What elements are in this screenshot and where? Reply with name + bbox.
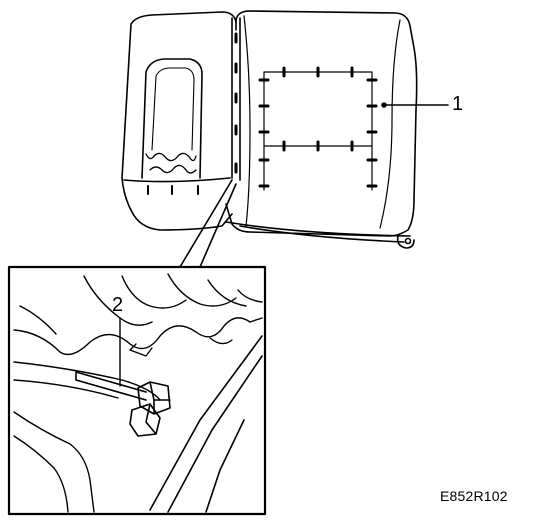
backrest-center-seam <box>231 17 241 181</box>
backrest-bottom-edge <box>225 221 411 243</box>
backrest-left-fold <box>123 177 231 183</box>
hog-ring-pliers-tip <box>129 403 161 437</box>
hog-ring-pliers <box>75 371 147 401</box>
magnification-pointer <box>179 179 237 268</box>
callout-2-label: 2 <box>112 294 124 316</box>
right-column-hog-rings <box>366 78 378 188</box>
middle-row-hog-rings <box>282 140 354 152</box>
inset-fold-details <box>129 337 233 357</box>
backrest-left-section <box>121 11 237 231</box>
detail-inset <box>7 265 267 516</box>
backrest-bottom-clip <box>396 235 415 249</box>
backrest-bolster-seam-left <box>243 15 251 227</box>
top-row-hog-rings <box>282 66 354 78</box>
backrest-clip-hole <box>404 237 412 245</box>
seat-backrest <box>121 10 418 249</box>
callout-1-label: 1 <box>452 93 464 115</box>
figure-id: E852R102 <box>440 488 508 504</box>
backrest-wire-clip <box>145 152 197 174</box>
detail-inset-frame <box>7 265 267 516</box>
backrest-main-section <box>225 10 418 237</box>
left-column-hog-rings <box>258 78 270 188</box>
backrest-pad-seam-frame <box>263 71 373 191</box>
inset-cover-folds <box>13 273 263 356</box>
inset-pad-contours <box>13 361 161 513</box>
backrest-opening-inner <box>151 67 195 151</box>
inset-frame-rails <box>149 335 263 513</box>
callout-1-leader <box>381 102 449 108</box>
backrest-left-rings <box>147 185 199 195</box>
backrest-opening <box>141 58 203 179</box>
backrest-bolster-seam-right <box>379 19 401 229</box>
hog-ring-pliers-jaw <box>137 381 171 415</box>
